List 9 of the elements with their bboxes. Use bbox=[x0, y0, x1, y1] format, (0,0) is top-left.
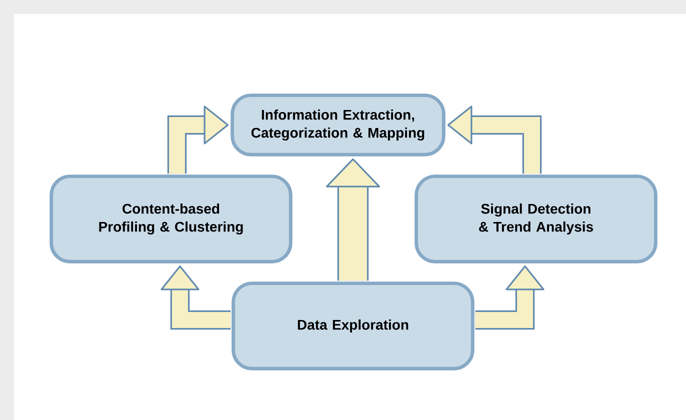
block-arrow bbox=[160, 265, 231, 330]
process-box: Signal Detection & Trend Analysis bbox=[414, 174, 658, 264]
block-arrow bbox=[326, 158, 380, 281]
process-box: Content-based Profiling & Clustering bbox=[50, 174, 292, 264]
process-box: Data Exploration bbox=[232, 282, 474, 370]
block-arrow bbox=[475, 265, 544, 330]
process-box: Information Extraction, Categorization & Mapping bbox=[230, 94, 446, 156]
block-arrow bbox=[167, 106, 229, 174]
block-arrow bbox=[447, 106, 542, 174]
